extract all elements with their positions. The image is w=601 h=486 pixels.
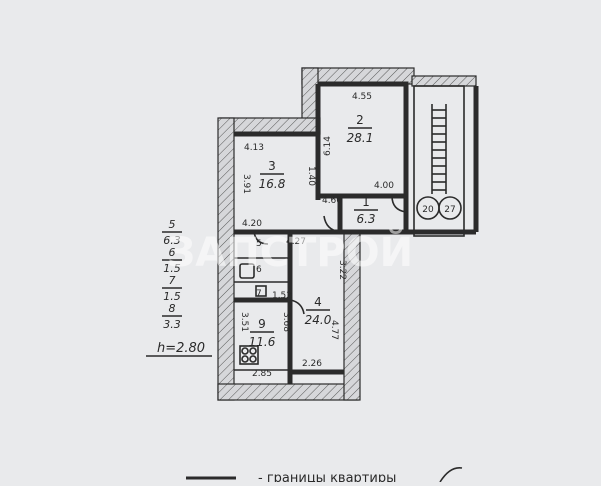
room1-num: 1 xyxy=(362,195,370,209)
side-legend: 5 6.3 6 1.5 7 1.5 8 3.3 h=2.80 xyxy=(146,218,212,357)
small-room6: 6 xyxy=(256,265,262,275)
toilet-icon xyxy=(255,285,267,297)
stair-num-a: 20 xyxy=(422,205,434,215)
legend6-num: 6 xyxy=(169,246,176,259)
dim-r4-bottom: 2.26 xyxy=(302,359,322,369)
doors xyxy=(253,195,407,315)
legend7-num: 7 xyxy=(169,274,176,287)
dim-r9-right: 3.68 xyxy=(281,312,291,332)
fixtures xyxy=(239,263,267,365)
legend8-num: 8 xyxy=(169,302,176,315)
legend7-area: 1.5 xyxy=(163,290,181,303)
room9-num: 9 xyxy=(258,317,266,331)
dim-small-w: 1.52 xyxy=(272,291,292,301)
stair-num-b: 27 xyxy=(444,205,455,215)
room3-area: 16.8 xyxy=(259,177,286,191)
wall-top-stair xyxy=(411,75,477,87)
dim-r4-right: 3.22 xyxy=(337,260,347,280)
dimension-labels: 4.55 6.14 4.00 4.13 3.91 4.20 4.60 1.40 … xyxy=(239,92,456,379)
dim-r3-bottom: 4.20 xyxy=(242,219,262,229)
room3-num: 3 xyxy=(268,159,276,173)
stove-icon xyxy=(239,345,259,365)
small-room5: 5 xyxy=(256,239,262,249)
footer-legend-text: - границы квартиры xyxy=(258,471,396,482)
dim-r9-bottom: 2.85 xyxy=(252,369,272,379)
dim-r2-side: 6.14 xyxy=(323,136,333,156)
ceiling-height: h=2.80 xyxy=(157,341,205,356)
room2-num: 2 xyxy=(356,113,364,127)
stair-steps xyxy=(431,104,447,194)
dim-r4-top: 4.27 xyxy=(286,237,306,247)
legend5-area: 6.3 xyxy=(163,234,181,247)
wall-bottom xyxy=(217,383,359,401)
interior-walls xyxy=(234,81,409,384)
dim-r1-left: 4.60 xyxy=(322,196,342,206)
sink-icon xyxy=(239,263,255,279)
dim-r3-top: 4.13 xyxy=(244,143,264,153)
dim-r2-bottom: 4.00 xyxy=(374,181,394,191)
room4-area: 24.0 xyxy=(305,313,332,327)
dim-r9-left: 3.51 xyxy=(239,312,249,332)
watermark-logo: ЗАПСТРОЙ xyxy=(167,228,413,276)
dim-r3-side: 3.91 xyxy=(241,174,251,194)
outer-walls xyxy=(217,67,477,401)
shaft-circle-b xyxy=(438,196,462,220)
room4-num: 4 xyxy=(314,295,322,309)
legend6-area: 1.5 xyxy=(163,262,181,275)
dim-r4-side: 4.77 xyxy=(329,320,339,340)
room-labels: 2 28.1 3 16.8 1 6.3 4 24.0 9 11.6 5 6 7 xyxy=(249,113,378,349)
legend5-num: 5 xyxy=(169,218,176,231)
dim-r1-side: 1.40 xyxy=(306,166,316,186)
small-room7: 7 xyxy=(256,289,262,299)
stairwell xyxy=(406,85,479,237)
dim-r2-top: 4.55 xyxy=(352,92,372,102)
room2-area: 28.1 xyxy=(347,131,374,145)
room1-area: 6.3 xyxy=(356,212,375,226)
legend8-area: 3.3 xyxy=(163,318,181,331)
room9-area: 11.6 xyxy=(249,335,276,349)
